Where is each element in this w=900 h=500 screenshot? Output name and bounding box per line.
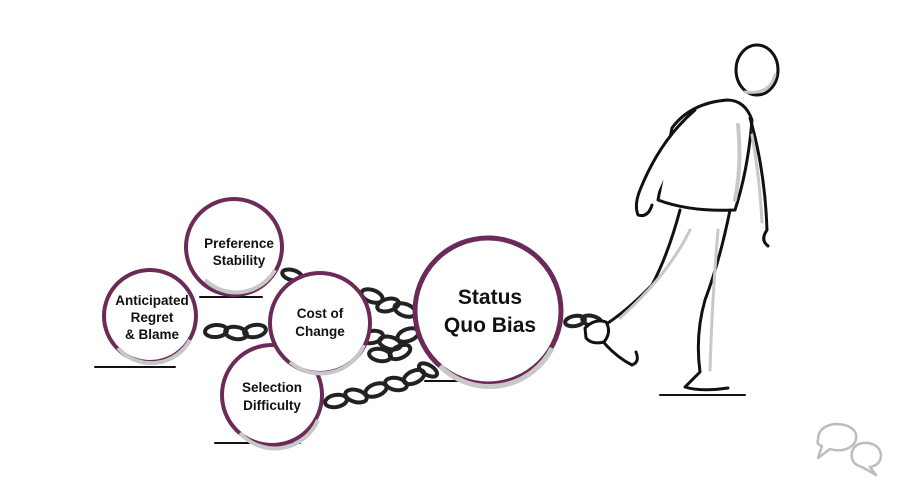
figure-back-leg bbox=[600, 208, 682, 367]
figure-torso-shade bbox=[733, 123, 742, 202]
figure-back-arm-shade bbox=[750, 133, 764, 224]
ball-cost-line2: Change bbox=[295, 324, 345, 339]
ball-regret-line1: Anticipated bbox=[115, 293, 189, 308]
figure-back-leg-shade bbox=[618, 228, 692, 320]
ball-cost-of-change: Cost of Change bbox=[268, 271, 372, 376]
figure-front-leg bbox=[683, 208, 732, 392]
ball-status-line2: Quo Bias bbox=[444, 314, 536, 337]
ball-selection-difficulty: Selection Difficulty bbox=[220, 343, 324, 451]
ball-regret-line3: & Blame bbox=[125, 327, 180, 342]
ball-selection-line2: Difficulty bbox=[243, 398, 301, 413]
chain-selection-to-status bbox=[323, 361, 440, 410]
ball-regret-line2: Regret bbox=[131, 310, 174, 325]
ball-preference-stability: Preference Stability bbox=[184, 197, 284, 297]
ball-selection-line1: Selection bbox=[242, 380, 302, 395]
ball-status-quo-bias: Status Quo Bias bbox=[412, 235, 564, 389]
figure-front-leg-shade bbox=[708, 228, 720, 372]
ball-preference-line1: Preference bbox=[204, 236, 274, 251]
ball-anticipated-regret: Anticipated Regret & Blame bbox=[102, 268, 198, 366]
figure-head-shade bbox=[743, 73, 777, 94]
walking-person-icon bbox=[583, 43, 780, 392]
chain-regret-to-cost bbox=[203, 322, 268, 342]
figure-head bbox=[734, 43, 780, 97]
figure-ankle-cuff bbox=[583, 319, 611, 345]
ball-preference-line2: Stability bbox=[213, 253, 266, 268]
ball-status-line1: Status bbox=[458, 286, 522, 309]
figure-front-arm bbox=[634, 108, 697, 217]
speech-bubbles-icon bbox=[816, 422, 883, 477]
ball-cost-line1: Cost of bbox=[297, 306, 344, 321]
